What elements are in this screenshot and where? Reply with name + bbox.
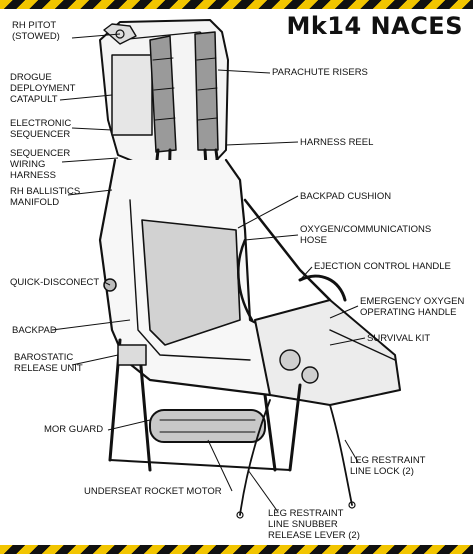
seat-rails xyxy=(108,338,302,472)
label-barostatic-release-unit: BAROSTATIC RELEASE UNIT xyxy=(14,352,83,374)
ejection-control-handle xyxy=(298,274,347,302)
label-quick-disconnect: QUICK-DISCONECT xyxy=(10,277,100,288)
label-ballistics-manifold: RH BALLISTICS MANIFOLD xyxy=(10,186,81,208)
label-ejection-control-handle: EJECTION CONTROL HANDLE xyxy=(314,261,451,272)
label-mor-guard: MOR GUARD xyxy=(44,424,104,435)
label-harness-reel: HARNESS REEL xyxy=(300,137,374,148)
label-backpad-cushion: BACKPAD CUSHION xyxy=(300,191,392,202)
label-drogue-catapult: DROGUE DEPLOYMENT CATAPULT xyxy=(10,72,76,105)
leader-lines xyxy=(51,33,366,513)
oxygen-hose xyxy=(237,238,254,322)
label-oxygen-communications-hose: OXYGEN/COMMUNICATIONS HOSE xyxy=(300,224,432,246)
label-backpad: BACKPAD xyxy=(12,325,57,336)
label-emergency-oxygen-handle: EMERGENCY OXYGEN OPERATING HANDLE xyxy=(360,296,465,318)
label-leg-restraint-snubber: LEG RESTRAINT LINE SNUBBER RELEASE LEVER… xyxy=(268,508,360,541)
underseat-rocket-motor xyxy=(149,409,266,443)
label-electronic-sequencer: ELECTRONIC SEQUENCER xyxy=(10,118,72,140)
leg-restraint-lines xyxy=(236,399,356,519)
label-sequencer-wiring-harness: SEQUENCER WIRING HARNESS xyxy=(10,148,71,181)
hazard-stripe-top xyxy=(0,0,473,9)
diagram-title: Mk14 NACES xyxy=(286,12,463,40)
label-leg-restraint-line-lock: LEG RESTRAINT LINE LOCK (2) xyxy=(350,455,426,477)
barostatic-release-unit xyxy=(117,344,147,366)
survival-kit xyxy=(254,299,401,406)
parachute-risers xyxy=(149,31,219,153)
label-underseat-rocket-motor: UNDERSEAT ROCKET MOTOR xyxy=(84,486,222,497)
label-rh-pitot: RH PITOT (STOWED) xyxy=(12,20,60,42)
label-parachute-risers: PARACHUTE RISERS xyxy=(272,67,368,78)
label-survival-kit: SURVIVAL KIT xyxy=(367,333,431,344)
backpad-cushion xyxy=(141,219,241,346)
hazard-stripe-bottom xyxy=(0,545,473,554)
